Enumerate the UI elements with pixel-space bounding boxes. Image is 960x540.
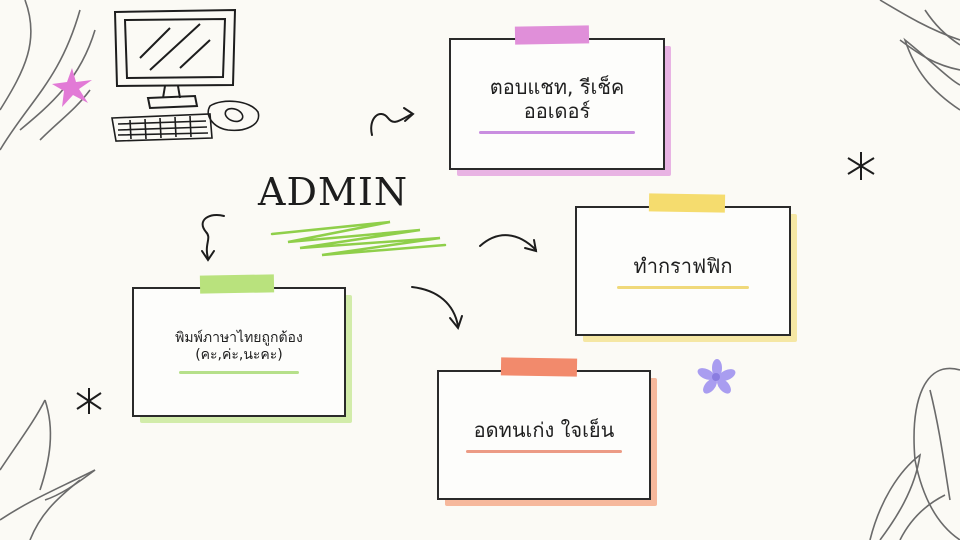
keyboard-icon: [111, 113, 213, 142]
card-underline: [479, 130, 635, 134]
asterisk-icon-bottom-left: [76, 388, 102, 414]
computer-monitor-icon: [113, 8, 237, 110]
card-patience-text: อดทนเก่ง ใจเย็น: [473, 417, 615, 442]
flower-icon: [697, 359, 736, 394]
leaf-decoration-top-right: [879, 0, 960, 111]
card-shadow: [445, 378, 657, 506]
card-underline: [179, 371, 299, 375]
curved-arrow-icon-to-chat: [370, 107, 415, 136]
sparkle-icon: [52, 68, 92, 107]
mouse-icon: [207, 100, 260, 132]
card-underline: [617, 285, 749, 289]
admin-title: ADMIN: [258, 170, 409, 214]
card-patience: อดทนเก่ง ใจเย็น: [437, 357, 657, 506]
leaf-decoration-top-left: [0, 0, 96, 151]
card-graphic: ทำกราฟฟิก: [575, 193, 797, 342]
card-tape: [648, 193, 726, 213]
card-shadow: [583, 214, 797, 342]
card-tape: [514, 25, 590, 45]
curved-arrow-icon-to-typing: [201, 214, 225, 262]
card-tape: [199, 274, 275, 294]
asterisk-icon-top-right: [847, 152, 875, 180]
leaf-decoration-bottom-left: [0, 399, 96, 540]
card-tape: [500, 357, 578, 377]
curved-arrow-icon-to-patience: [411, 286, 463, 331]
leaf-decoration-bottom-right: [869, 367, 960, 540]
card-typing: พิมพ์ภาษาไทยถูกต้อง (คะ,ค่ะ,นะคะ): [132, 274, 352, 423]
card-typing-text: พิมพ์ภาษาไทยถูกต้อง (คะ,ค่ะ,นะคะ): [175, 329, 303, 363]
card-underline: [466, 449, 622, 453]
card-chat: ตอบแชท, รีเช็ค ออเดอร์: [449, 25, 671, 176]
card-graphic-text: ทำกราฟฟิก: [633, 253, 733, 278]
card-chat-text: ตอบแชท, รีเช็ค ออเดอร์: [489, 74, 625, 123]
scribble-decoration: [270, 220, 447, 257]
curved-arrow-icon-to-graphic: [479, 234, 538, 253]
